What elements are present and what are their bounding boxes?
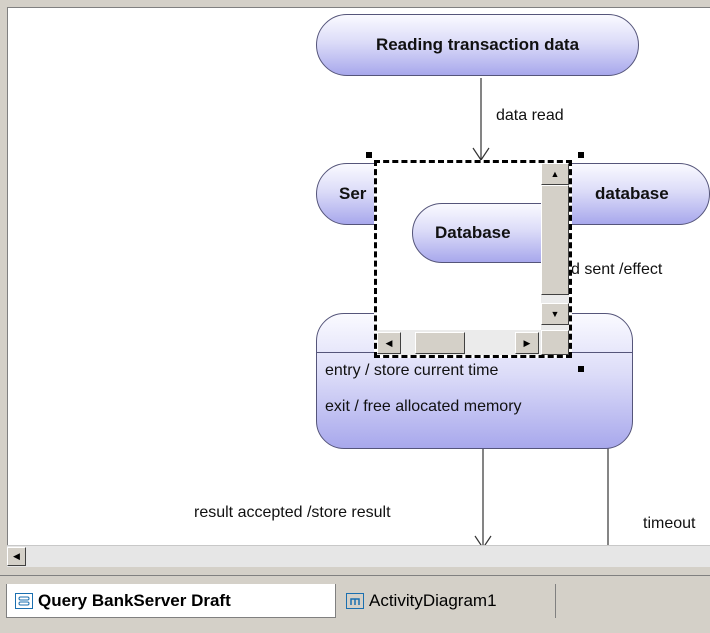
state-reading-transaction-data[interactable]: Reading transaction data [316, 14, 639, 76]
state-machine-diagram-icon [15, 592, 33, 609]
transition-label-sent-effect: d sent /effect [571, 261, 663, 278]
tab-activitydiagram1[interactable]: ActivityDiagram1 [338, 584, 556, 618]
diagram-tab-bar: Query BankServer Draft ActivityDiagram1 [0, 575, 710, 633]
scroll-thumb-horizontal[interactable] [415, 332, 465, 354]
tab-label: Query BankServer Draft [38, 590, 231, 610]
scroll-left-arrow-icon[interactable]: ◀ [7, 547, 26, 566]
selection-handle[interactable] [578, 152, 584, 158]
scroll-corner [541, 330, 569, 355]
state-label: Database [435, 223, 511, 242]
overview-window[interactable]: Database ▲ ▼ ◀ ▶ [374, 160, 572, 358]
selection-handle[interactable] [578, 366, 584, 372]
state-entry-action: entry / store current time [325, 362, 499, 379]
tab-query-bankserver-draft[interactable]: Query BankServer Draft [6, 584, 336, 618]
state-exit-action: exit / free allocated memory [325, 398, 522, 415]
overview-vertical-scrollbar[interactable]: ▲ ▼ [541, 163, 569, 331]
state-label: Reading transaction data [375, 35, 580, 54]
overview-horizontal-scrollbar[interactable]: ◀ ▶ [377, 330, 541, 355]
scroll-right-arrow-icon[interactable]: ▶ [515, 332, 539, 354]
canvas-horizontal-scrollbar[interactable]: ◀ [7, 545, 710, 567]
diagram-canvas[interactable]: Reading transaction data data read Ser d… [7, 7, 710, 546]
selection-handle[interactable] [366, 152, 372, 158]
transition-label-data-read: data read [496, 107, 564, 124]
scroll-left-arrow-icon[interactable]: ◀ [377, 332, 401, 354]
scroll-thumb-vertical[interactable] [541, 185, 569, 295]
activity-diagram-icon [346, 593, 364, 609]
scroll-up-arrow-icon[interactable]: ▲ [541, 163, 569, 185]
scroll-down-arrow-icon[interactable]: ▼ [541, 303, 569, 325]
state-label-prefix: Ser [339, 184, 367, 203]
transition-lines [472, 78, 609, 546]
transition-label-result-accepted: result accepted /store result [194, 504, 391, 521]
transition-label-timeout: timeout [643, 515, 696, 532]
state-label-suffix: database [595, 184, 669, 203]
tab-label: ActivityDiagram1 [369, 591, 497, 610]
